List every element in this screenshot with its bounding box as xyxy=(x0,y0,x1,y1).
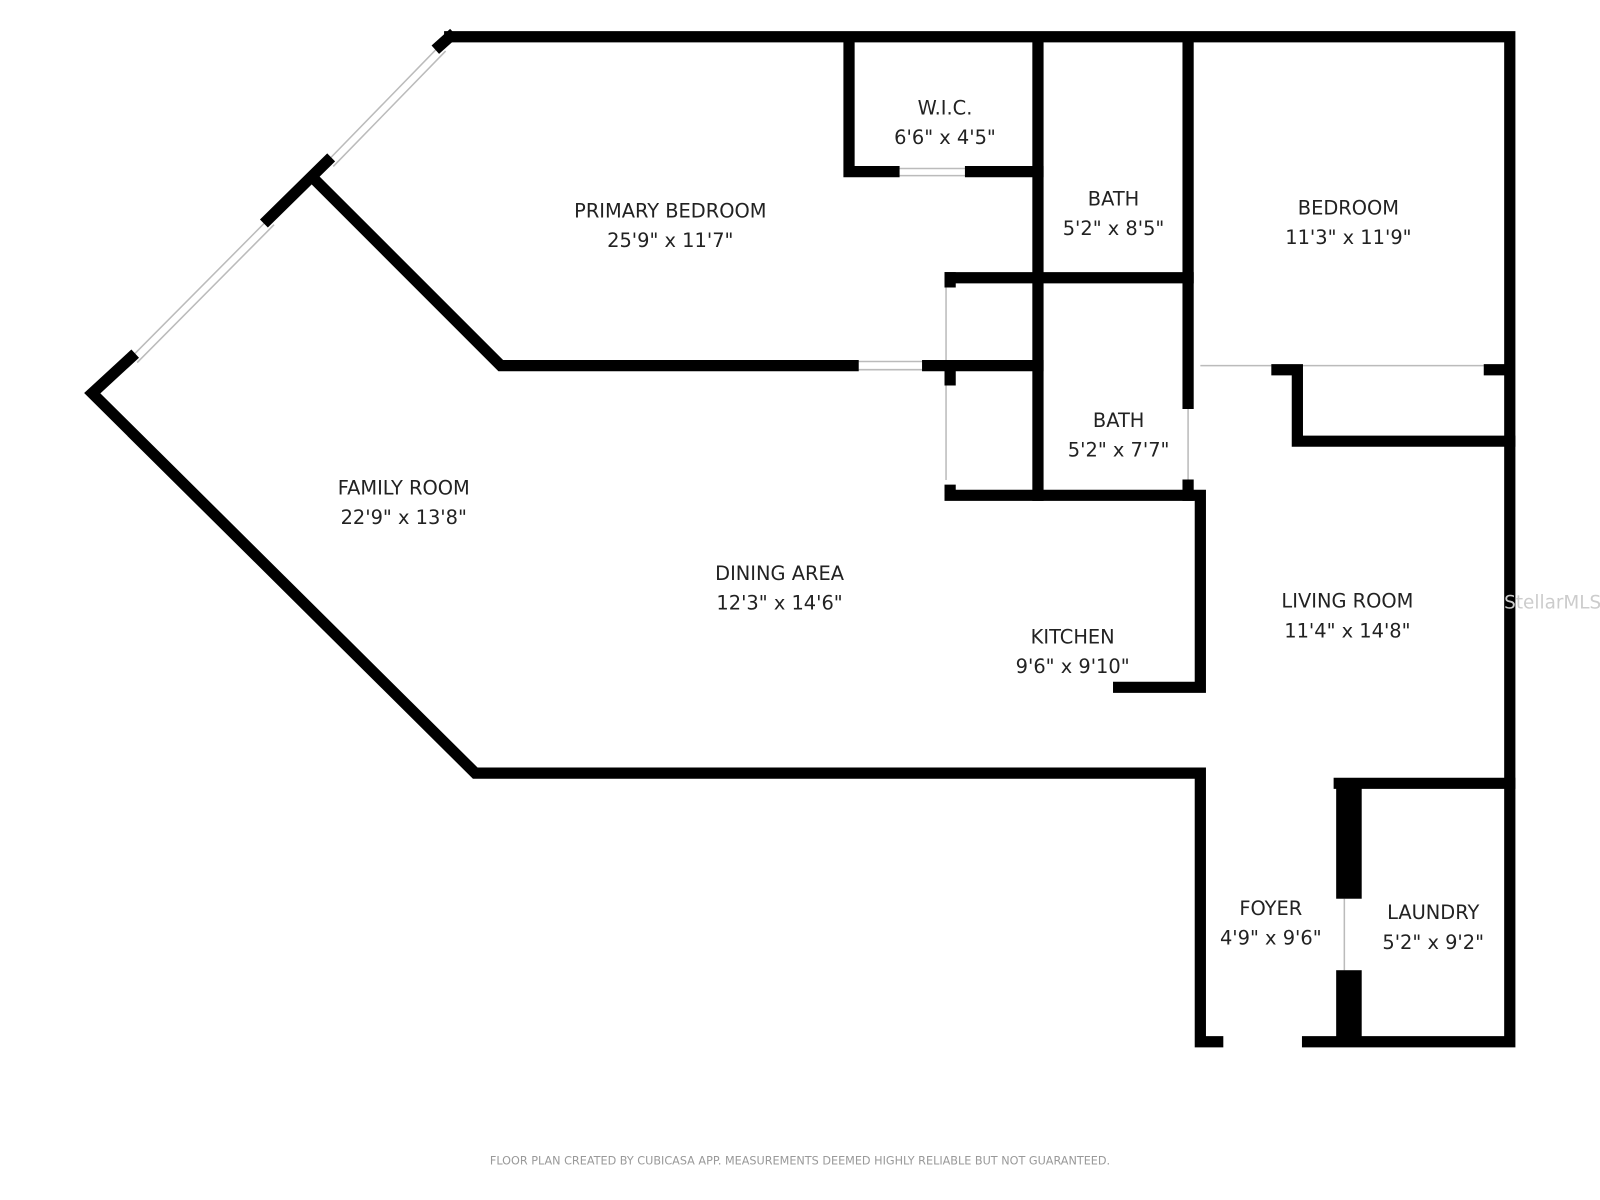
room-name: DINING AREA xyxy=(715,562,845,585)
room-dims: 12'3" x 14'6" xyxy=(716,592,842,615)
wall xyxy=(1336,970,1362,1047)
room-name: PRIMARY BEDROOM xyxy=(574,200,766,223)
room-name: BATH xyxy=(1093,409,1145,432)
room-dims: 5'2" x 9'2" xyxy=(1382,931,1484,954)
room-dims: 5'2" x 7'7" xyxy=(1068,439,1170,462)
footer-disclaimer: FLOOR PLAN CREATED BY CUBICASA APP. MEAS… xyxy=(490,1154,1110,1167)
room-name: BEDROOM xyxy=(1298,196,1399,219)
room-dims: 22'9" x 13'8" xyxy=(341,506,467,529)
room-dims: 9'6" x 9'10" xyxy=(1016,655,1130,678)
room-name: FOYER xyxy=(1239,897,1302,920)
room-name: BATH xyxy=(1088,187,1140,210)
room-dims: 25'9" x 11'7" xyxy=(607,229,733,252)
room-dims: 6'6" x 4'5" xyxy=(894,126,996,149)
room-name: W.I.C. xyxy=(918,96,973,119)
watermark: StellarMLS xyxy=(1504,593,1600,614)
room-name: KITCHEN xyxy=(1031,625,1115,648)
room-labels: W.I.C. 6'6" x 4'5" PRIMARY BEDROOM 25'9"… xyxy=(338,96,1484,953)
wall xyxy=(1336,778,1362,899)
window xyxy=(130,219,275,364)
room-dims: 11'4" x 14'8" xyxy=(1284,619,1410,642)
room-dims: 11'3" x 11'9" xyxy=(1285,226,1411,249)
room-name: LAUNDRY xyxy=(1387,901,1479,924)
room-dims: 5'2" x 8'5" xyxy=(1063,217,1165,240)
room-dims: 4'9" x 9'6" xyxy=(1220,927,1322,950)
room-name: LIVING ROOM xyxy=(1281,590,1413,613)
room-name: FAMILY ROOM xyxy=(338,476,470,499)
door-opening xyxy=(853,167,1487,971)
window xyxy=(326,45,447,168)
walls xyxy=(84,28,1516,1048)
